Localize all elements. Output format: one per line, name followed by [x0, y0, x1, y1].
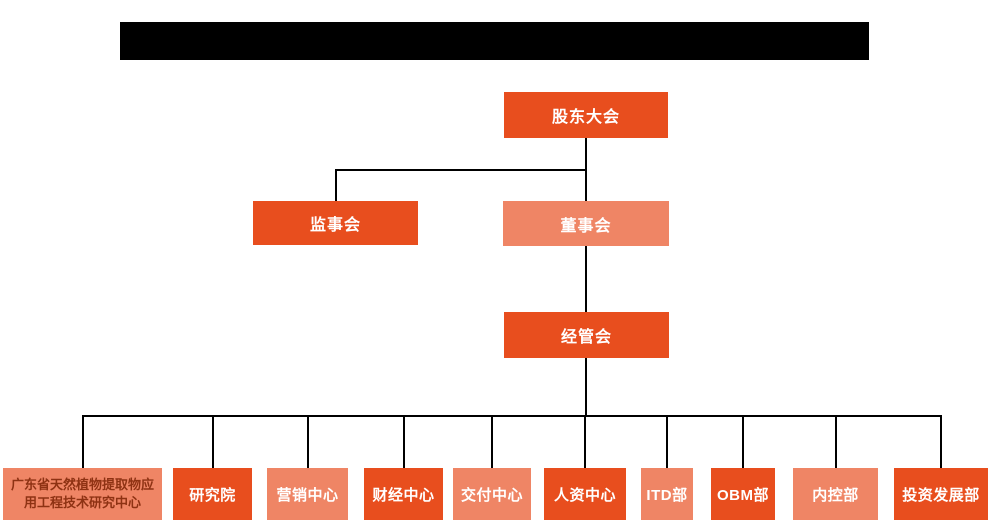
org-node-finance-center: 财经中心 — [364, 468, 443, 520]
connector-line — [335, 169, 587, 171]
connector-line — [307, 415, 309, 468]
org-node-shareholders-meeting: 股东大会 — [504, 92, 668, 138]
org-node-investment-development-department: 投资发展部 — [894, 468, 988, 520]
connector-line — [403, 415, 405, 468]
connector-line — [584, 415, 586, 468]
connector-line — [666, 415, 668, 468]
org-node-marketing-center: 营销中心 — [267, 468, 348, 520]
org-node-hr-center: 人资中心 — [544, 468, 626, 520]
connector-line — [82, 415, 84, 468]
connector-line — [835, 415, 837, 468]
connector-line — [212, 415, 214, 468]
connector-line — [585, 246, 587, 312]
org-node-obm-department: OBM部 — [711, 468, 775, 520]
org-node-delivery-center: 交付中心 — [453, 468, 531, 520]
connector-line — [82, 415, 942, 417]
redacted-title-bar — [120, 22, 869, 60]
connector-line — [491, 415, 493, 468]
connector-line — [742, 415, 744, 468]
connector-line — [335, 169, 337, 201]
org-node-research-institute: 研究院 — [173, 468, 252, 520]
org-node-board-of-directors: 董事会 — [503, 201, 669, 246]
org-node-management-committee: 经管会 — [504, 312, 669, 358]
org-node-supervisory-board: 监事会 — [253, 201, 418, 245]
org-node-internal-control-department: 内控部 — [793, 468, 878, 520]
connector-line — [940, 415, 942, 468]
connector-line — [585, 358, 587, 416]
org-node-itd-department: ITD部 — [641, 468, 693, 520]
org-node-research-center: 广东省天然植物提取物应用工程技术研究中心 — [3, 468, 162, 520]
